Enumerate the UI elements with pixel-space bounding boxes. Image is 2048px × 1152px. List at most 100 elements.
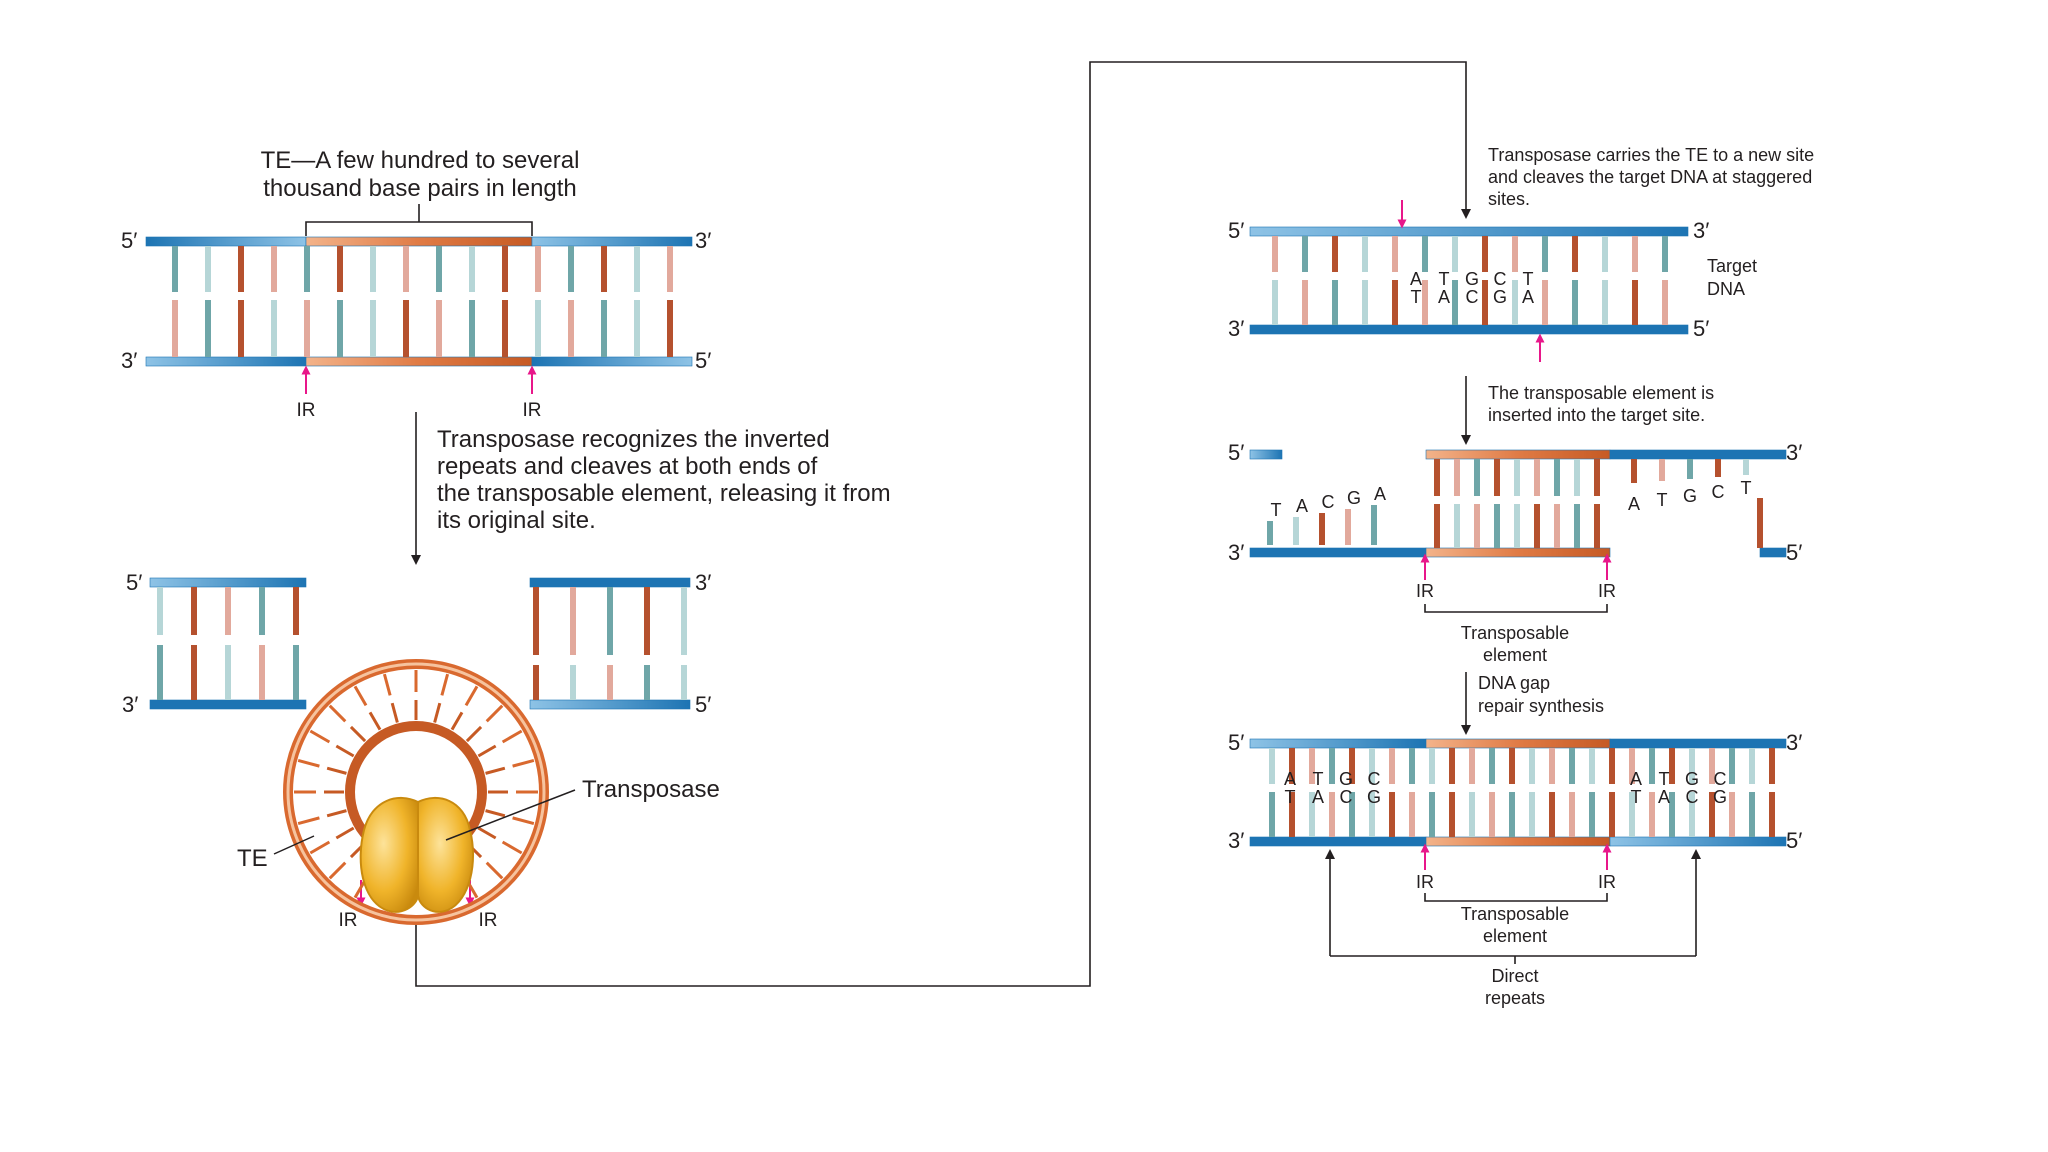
te-circle-rung <box>477 744 497 758</box>
base-pair <box>607 587 613 655</box>
base-pair <box>1649 792 1655 837</box>
right-fragment-top-strand <box>529 577 691 588</box>
te-circle-rung <box>353 685 368 707</box>
base-pair <box>1452 236 1458 272</box>
strand-end-5-top: 5′ <box>121 228 137 253</box>
te-bracket-insert <box>1424 604 1608 613</box>
base-pair <box>1589 748 1595 784</box>
base-pair <box>1549 748 1555 784</box>
te-bracket-repaired-line2: element <box>1483 926 1547 946</box>
strand-end-3-repaired-top: 3′ <box>1786 730 1802 755</box>
direct-repeats-label-line2: repeats <box>1485 988 1545 1008</box>
repeat-base-bottom: G <box>1367 787 1381 807</box>
bottom-strand-te <box>305 356 533 367</box>
base-pair <box>238 246 244 292</box>
te-circle-rung <box>335 826 355 840</box>
dna-strands <box>145 226 1787 847</box>
base-pair <box>1709 748 1715 784</box>
base-pair <box>1362 236 1368 272</box>
base-pair <box>1369 748 1375 784</box>
repaired-bottom-left <box>1249 836 1427 847</box>
overhang-base-right: T <box>1741 478 1752 498</box>
base-pair <box>205 246 211 292</box>
base-pair <box>172 300 178 357</box>
base-pair <box>157 645 163 700</box>
base-pair <box>191 587 197 635</box>
inserted-text-line2: inserted into the target site. <box>1488 405 1705 425</box>
base-pair <box>1574 504 1580 548</box>
base-pair <box>1302 236 1308 272</box>
te-circle-rung <box>368 711 382 731</box>
insert-left-top-stub <box>1249 449 1283 460</box>
overhang-rung <box>1267 521 1273 545</box>
overhang-rung <box>1687 459 1693 479</box>
target-base-bottom: A <box>1438 287 1450 307</box>
base-pair <box>1269 748 1275 784</box>
strand-end-5-insert-right: 5′ <box>1786 540 1802 565</box>
te-circle-rung <box>464 685 479 707</box>
base-pair <box>601 300 607 357</box>
strand-end-3-insert-right: 3′ <box>1786 440 1802 465</box>
carries-text-line3: sites. <box>1488 189 1530 209</box>
base-pair <box>533 665 539 700</box>
te-circle-rung <box>485 766 506 775</box>
overhang-base-right: A <box>1628 494 1640 514</box>
repaired-top-right <box>1609 738 1787 749</box>
base-pair <box>1574 459 1580 496</box>
repeat-base-bottom: C <box>1686 787 1699 807</box>
bottom-strand-flank-right <box>531 356 693 367</box>
base-pair <box>1269 792 1275 837</box>
te-circle-rung <box>326 766 347 775</box>
base-pair <box>1549 792 1555 837</box>
te-circle-rung <box>326 809 347 818</box>
ir-label-insert-left: IR <box>1416 581 1434 601</box>
target-top-strand <box>1249 226 1689 237</box>
te-circle-rung <box>297 816 320 826</box>
base-pair <box>1529 792 1535 837</box>
base-pair <box>304 246 310 292</box>
strand-end-3-right-fragment: 3′ <box>695 570 711 595</box>
base-pair <box>502 246 508 292</box>
target-dna-label-line1: Target <box>1707 256 1757 276</box>
strand-end-5-left-fragment: 5′ <box>126 570 142 595</box>
base-pair <box>1609 792 1615 837</box>
te-circle-rung <box>440 673 450 696</box>
base-pair <box>1729 792 1735 837</box>
overhang-base-right: C <box>1712 482 1725 502</box>
target-base-top: G <box>1465 269 1479 289</box>
te-circle-rung <box>465 725 483 743</box>
top-strand-te <box>305 236 533 247</box>
te-circle-rung <box>485 809 506 818</box>
te-bracket-repaired <box>1424 893 1608 902</box>
base-pair <box>1309 748 1315 784</box>
base-pair <box>1662 236 1668 272</box>
base-pair <box>436 246 442 292</box>
base-pair <box>1434 504 1440 548</box>
top-strand-flank-left <box>145 236 307 247</box>
base-pair <box>1589 792 1595 837</box>
overhang-base-right: T <box>1657 490 1668 510</box>
base-pair <box>259 587 265 635</box>
repeat-base-bottom: G <box>1713 787 1727 807</box>
strand-end-5-target-bottom: 5′ <box>1693 316 1709 341</box>
base-pair <box>570 587 576 655</box>
ir-label-insert-right: IR <box>1598 581 1616 601</box>
repeat-base-top: T <box>1659 769 1670 789</box>
base-pair <box>1534 459 1540 496</box>
te-circle-rung <box>349 725 367 743</box>
strand-end-5-insert-left: 5′ <box>1228 440 1244 465</box>
base-pair <box>1309 792 1315 837</box>
base-pair <box>1512 280 1518 325</box>
repaired-top-te <box>1425 738 1611 749</box>
te-circle <box>283 659 549 925</box>
base-pair <box>1649 748 1655 784</box>
target-base-top: T <box>1439 269 1450 289</box>
strand-end-3-repaired-bottom: 3′ <box>1228 828 1244 853</box>
te-circle-rung <box>501 729 523 744</box>
te-circle-rung <box>297 758 320 768</box>
base-pair <box>1452 280 1458 325</box>
base-pair <box>1494 459 1500 496</box>
base-pair <box>1449 792 1455 837</box>
overhang-rung <box>1757 498 1763 548</box>
